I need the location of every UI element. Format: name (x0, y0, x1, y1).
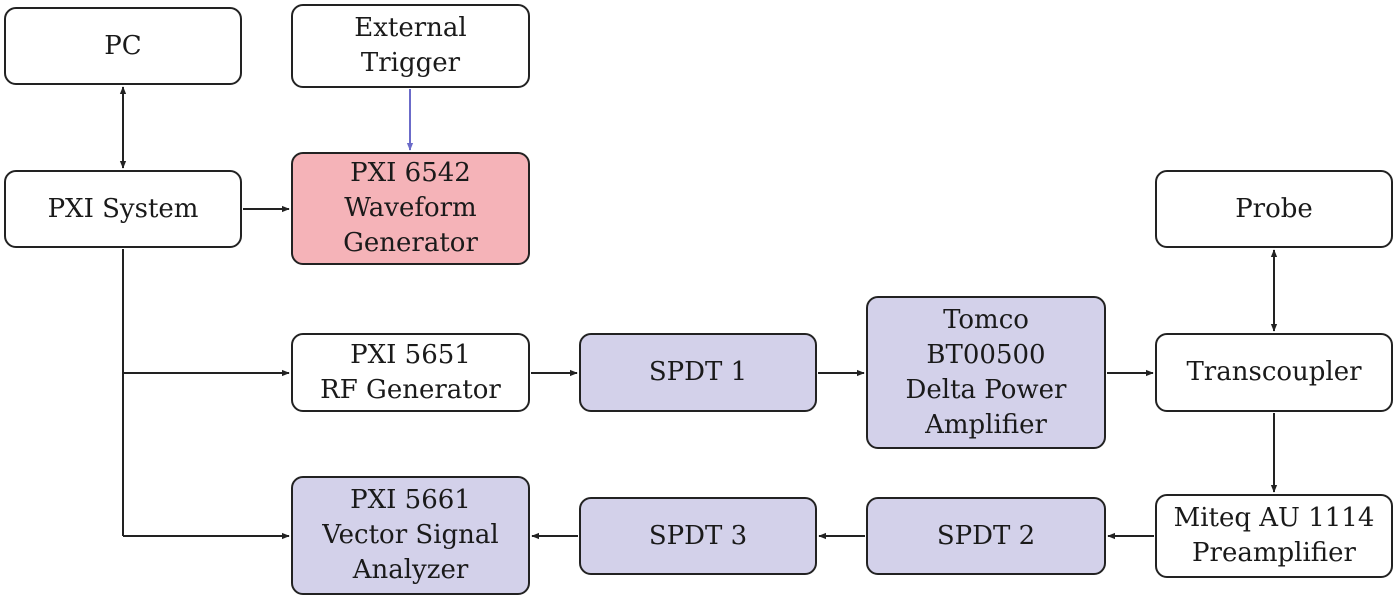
node-pxi-system: PXI System (4, 170, 242, 248)
node-spdt2-label: SPDT 2 (936, 520, 1036, 551)
node-spdt2: SPDT 2 (866, 497, 1106, 575)
node-tomco-amplifier: Tomco BT00500 Delta Power Amplifier (866, 296, 1106, 449)
node-spdt3: SPDT 3 (579, 497, 817, 575)
node-probe: Probe (1155, 170, 1393, 248)
node-pxi-system-label: PXI System (47, 193, 199, 224)
node-miteq-preamplifier: Miteq AU 1114 Preamplifier (1155, 494, 1393, 578)
node-vector-signal-analyzer-label: PXI 5661 Vector Signal Analyzer (322, 485, 499, 585)
node-transcoupler: Transcoupler (1155, 333, 1393, 412)
node-waveform-generator: PXI 6542 Waveform Generator (291, 152, 530, 265)
node-pc: PC (4, 7, 242, 85)
node-waveform-generator-label: PXI 6542 Waveform Generator (343, 158, 478, 258)
node-spdt1-label: SPDT 1 (648, 357, 748, 387)
node-external-trigger: External Trigger (291, 4, 530, 88)
node-rf-generator: PXI 5651 RF Generator (291, 333, 530, 412)
node-tomco-amplifier-label: Tomco BT00500 Delta Power Amplifier (905, 304, 1067, 440)
node-spdt3-label: SPDT 3 (648, 520, 748, 551)
node-probe-label: Probe (1235, 193, 1313, 224)
node-transcoupler-label: Transcoupler (1186, 357, 1362, 387)
node-external-trigger-label: External Trigger (354, 13, 467, 78)
node-rf-generator-label: PXI 5651 RF Generator (320, 339, 501, 405)
node-miteq-preamplifier-label: Miteq AU 1114 Preamplifier (1173, 503, 1375, 568)
node-spdt1: SPDT 1 (579, 333, 817, 412)
node-pc-label: PC (104, 30, 142, 61)
node-vector-signal-analyzer: PXI 5661 Vector Signal Analyzer (291, 476, 530, 595)
